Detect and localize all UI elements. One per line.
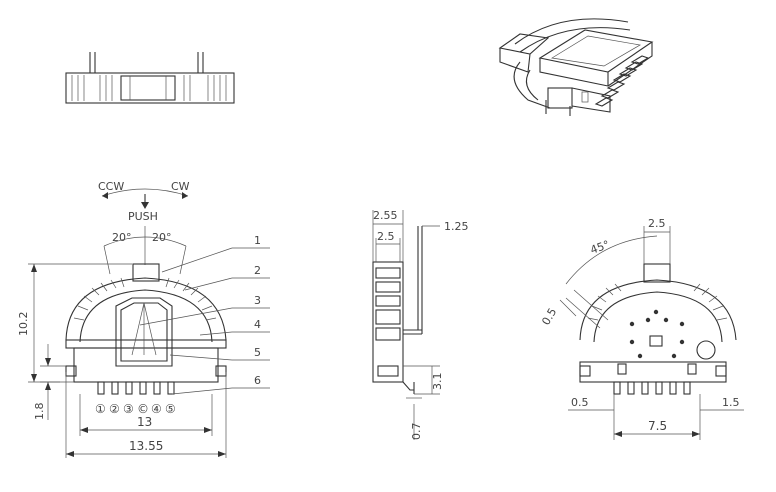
ccw-label: CCW bbox=[98, 180, 124, 193]
pin-label: ④ bbox=[151, 402, 162, 416]
dim-width-inner: 13 bbox=[137, 415, 152, 429]
dim-top: 2.5 bbox=[648, 217, 666, 230]
angle-left-label: 20° bbox=[112, 231, 132, 244]
side-view: 2.55 2.5 1.25 3.1 0.7 bbox=[372, 209, 469, 441]
pin-label: ③ bbox=[123, 402, 134, 416]
pin-label: ⑤ bbox=[165, 402, 176, 416]
dim-offset: 1.8 bbox=[33, 403, 46, 421]
dim-w-outer: 2.55 bbox=[373, 209, 398, 222]
callout-number: 2 bbox=[254, 264, 261, 277]
callout-number: 1 bbox=[254, 234, 261, 247]
dim-pitch-left: 0.5 bbox=[571, 396, 589, 409]
dim-angle: 45° bbox=[589, 238, 612, 257]
dim-width-outer: 13.55 bbox=[129, 439, 163, 453]
callout-number: 4 bbox=[254, 318, 261, 331]
callout-number: 5 bbox=[254, 346, 261, 359]
dim-w-inner: 2.5 bbox=[377, 230, 395, 243]
push-label: PUSH bbox=[128, 210, 158, 223]
cw-label: CW bbox=[171, 180, 190, 193]
dim-pin: 1.25 bbox=[444, 220, 469, 233]
dim-foot: 0.7 bbox=[410, 423, 423, 441]
dim-pitch-right: 1.5 bbox=[722, 396, 740, 409]
dim-h: 3.1 bbox=[431, 373, 444, 391]
angle-right-label: 20° bbox=[152, 231, 172, 244]
callout-number: 3 bbox=[254, 294, 261, 307]
pin-label: ① bbox=[95, 402, 106, 416]
dim-height: 10.2 bbox=[17, 312, 30, 337]
pin-label: © bbox=[137, 402, 149, 416]
dim-slot: 0.5 bbox=[539, 306, 559, 328]
back-view: 2.5 45° 0.5 0.5 1.5 7.5 bbox=[539, 217, 744, 440]
front-view: CCW CW PUSH 20° 20° bbox=[17, 180, 270, 458]
callout-number: 6 bbox=[254, 374, 261, 387]
dim-span: 7.5 bbox=[648, 419, 667, 433]
isometric-view bbox=[498, 18, 654, 116]
pin-label: ② bbox=[109, 402, 120, 416]
top-view bbox=[65, 52, 235, 104]
